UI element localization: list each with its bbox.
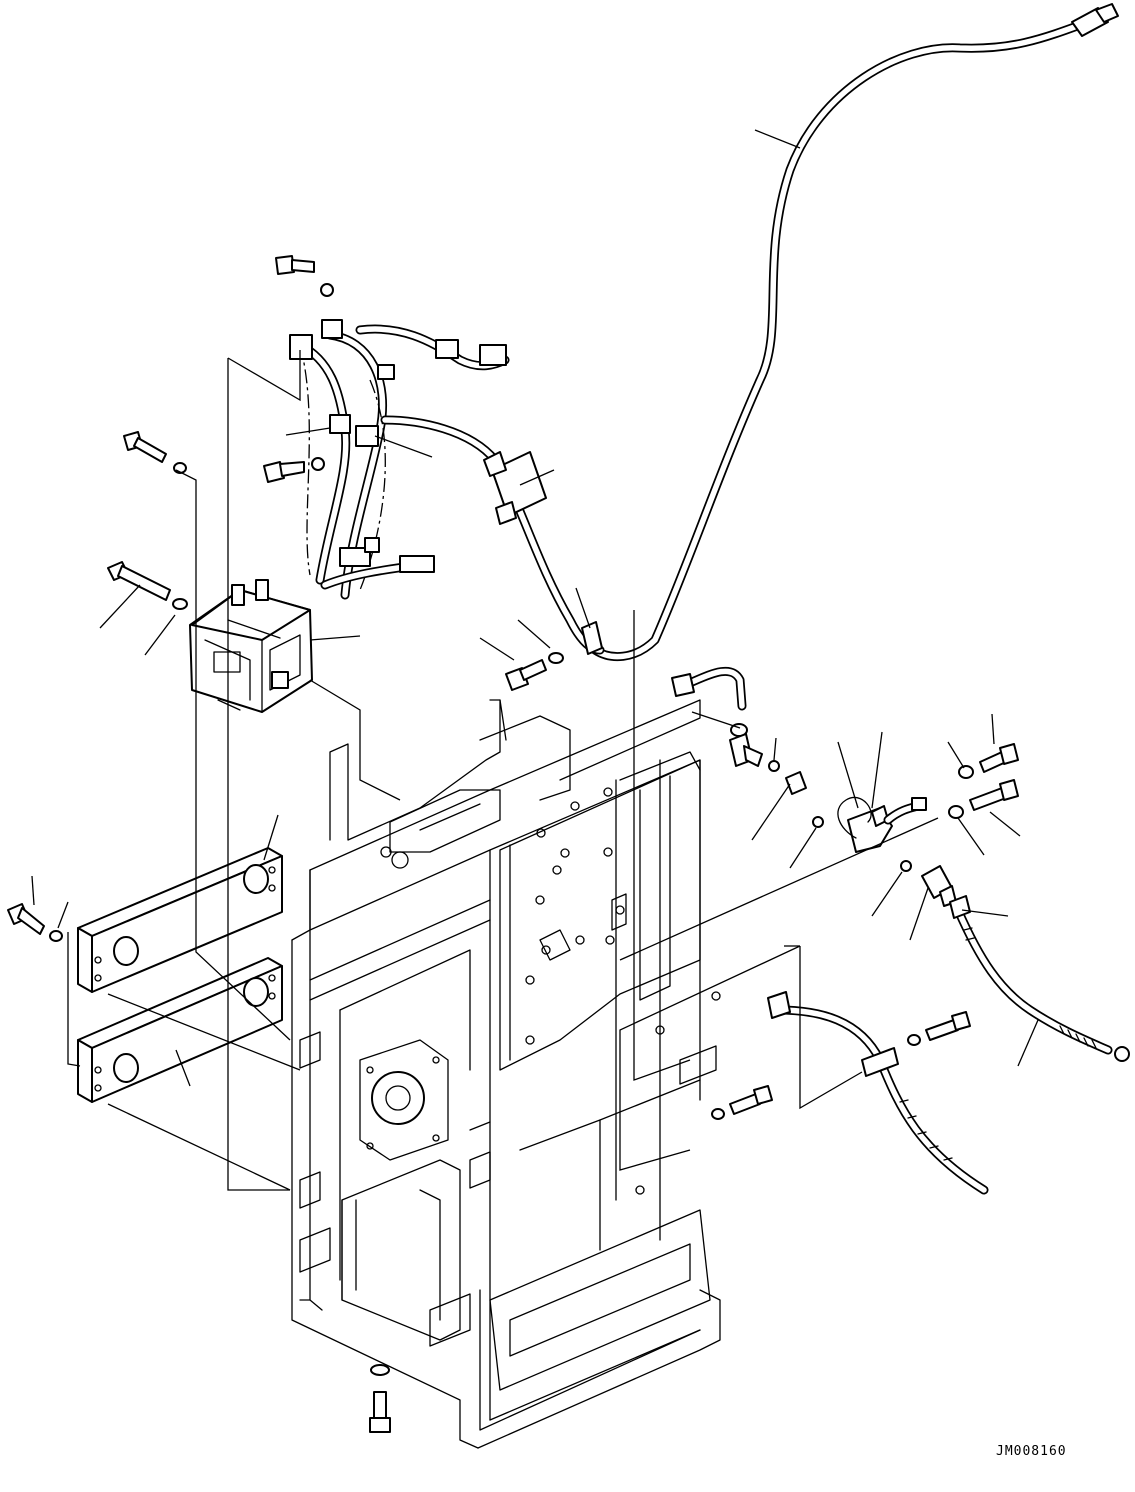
washer-upper-1: [320, 283, 334, 297]
mounting-bracket-lower: [77, 957, 283, 1103]
bolt-harness: [505, 659, 547, 691]
bolt-switch-2: [948, 779, 1019, 819]
bolt-upper-2: [263, 461, 305, 483]
o-ring-2: [812, 816, 824, 828]
union-fitting: [785, 771, 807, 795]
o-ring-3: [900, 860, 912, 872]
wiring-harness-long: [590, 3, 1119, 662]
bolt-bottom: [369, 1364, 391, 1433]
washer-upper-2: [311, 457, 325, 471]
hose: [949, 895, 1130, 1062]
hose-short: [671, 666, 747, 711]
washer-bracket-2: [49, 930, 63, 942]
bolt-upper-1: [275, 255, 315, 275]
hose-clamp: [861, 1047, 899, 1077]
controller-unit: [189, 579, 313, 713]
o-ring-1: [768, 760, 780, 772]
bolt-controller: [107, 561, 171, 601]
bolt-switch-1: [958, 743, 1019, 779]
washer-harness: [548, 652, 564, 664]
leader-lines: [31, 129, 1039, 1191]
bolt-bracket-2: [7, 903, 45, 935]
mounting-bracket-upper: [77, 847, 283, 993]
drawing-code: JM008160: [996, 1444, 1067, 1459]
bolt-clamp: [907, 1011, 971, 1046]
harness-clamp: [483, 451, 547, 525]
elbow-fitting: [729, 733, 763, 767]
bolt-frame-right: [711, 1085, 773, 1120]
washer-controller: [172, 598, 188, 610]
harness-bracket: [581, 621, 603, 655]
hose-fitting: [921, 865, 957, 907]
frame: [291, 699, 721, 1449]
wiring-harness-upper: [289, 319, 605, 655]
pressure-switch: [837, 797, 927, 853]
bolt-bracket-1: [123, 431, 167, 463]
